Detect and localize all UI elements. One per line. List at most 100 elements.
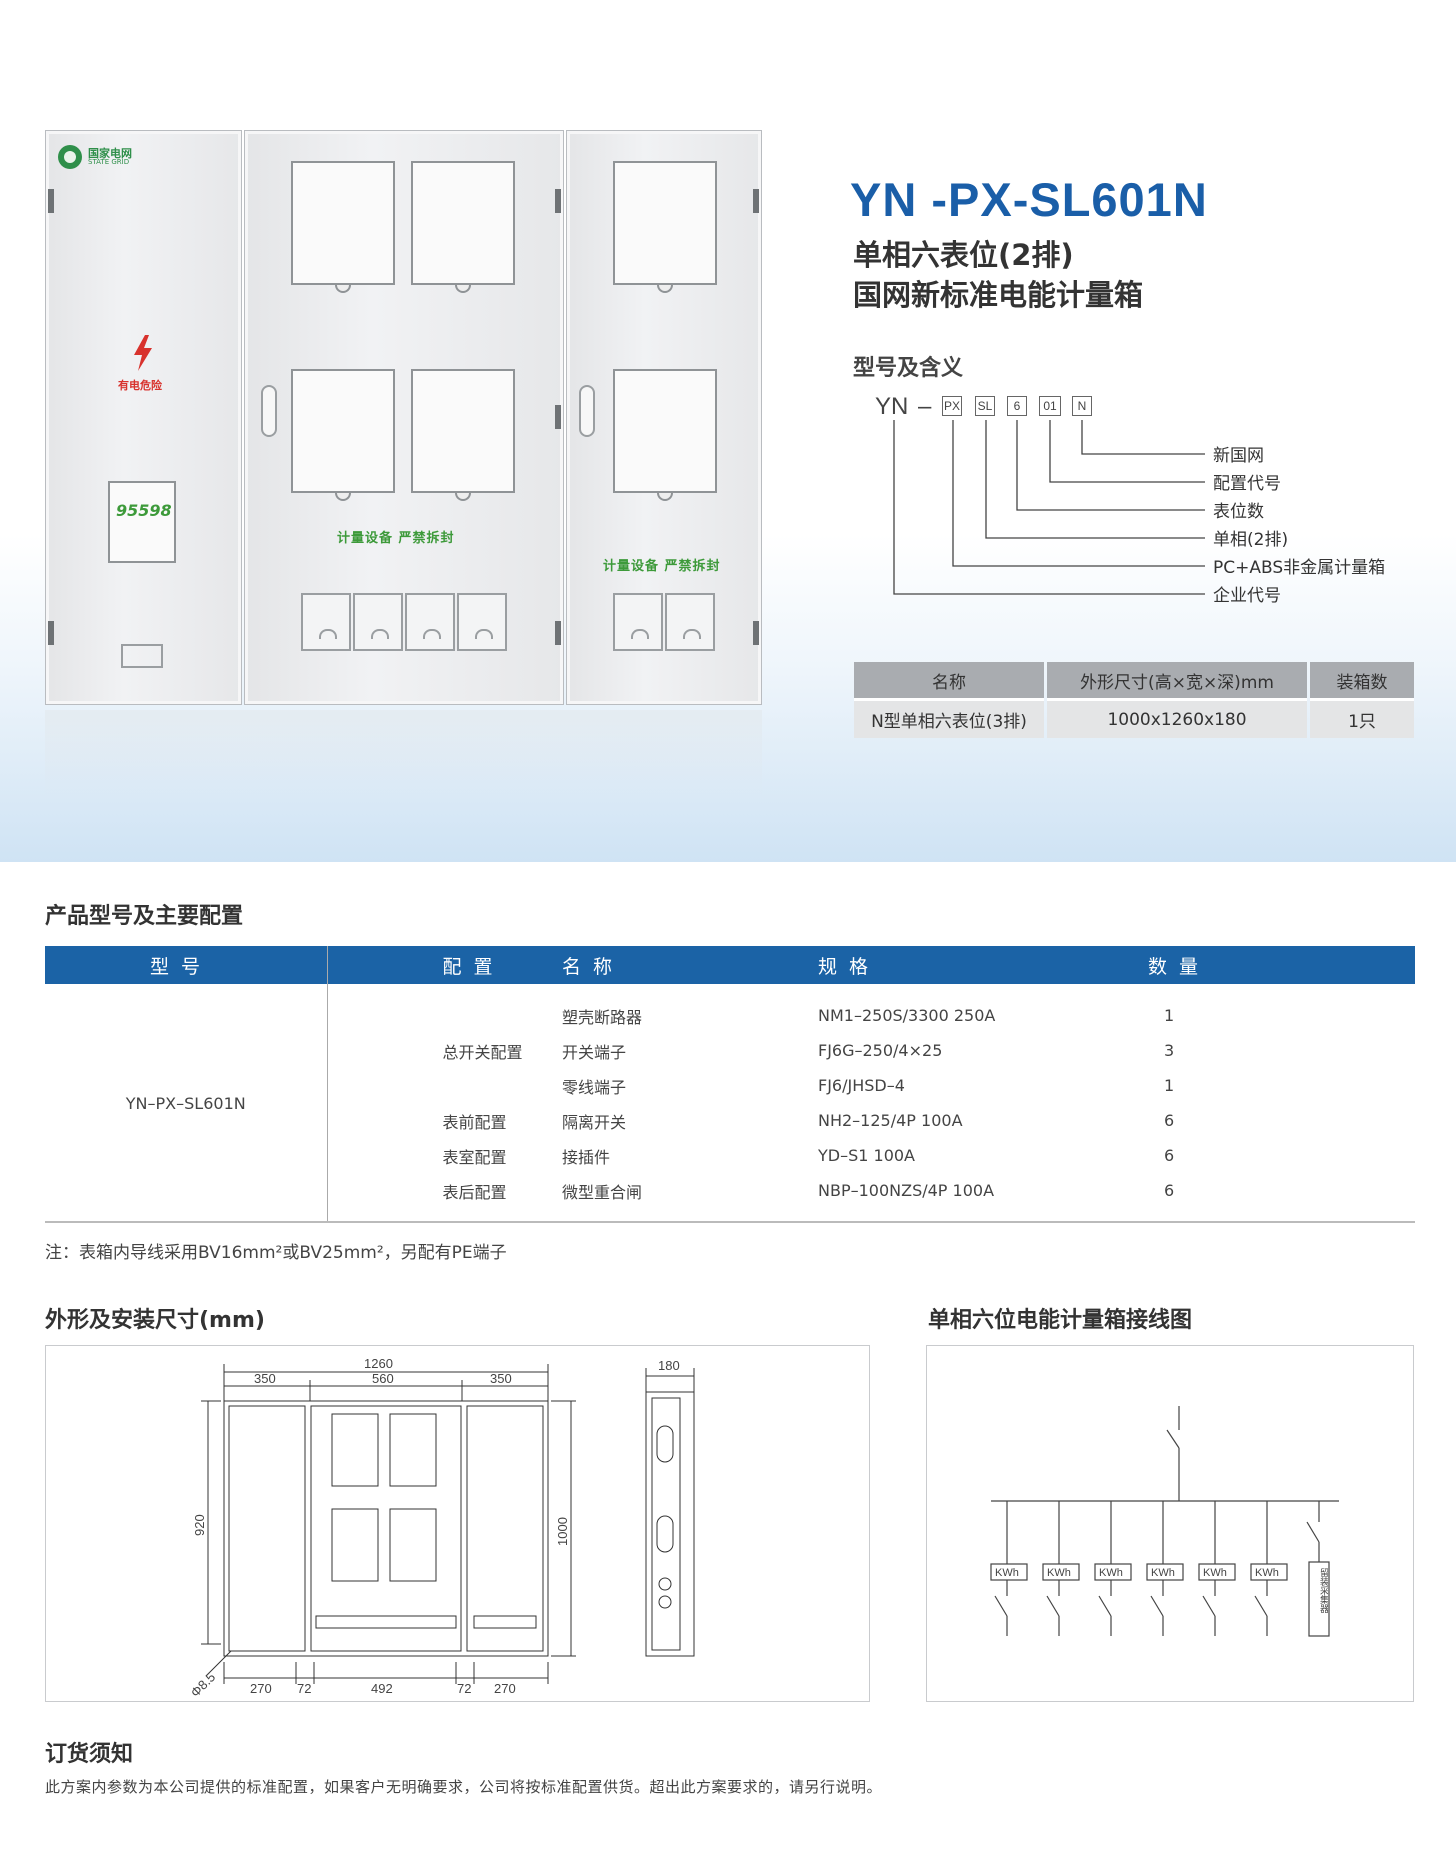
config-spec: NH2–125/4P 100A xyxy=(818,1111,963,1130)
config-qty: 1 xyxy=(1164,1076,1175,1095)
meaning-label: PC+ABS非金属计量箱 xyxy=(1213,558,1386,578)
table-row: 表后配置 微型重合闸 NBP–100NZS/4P 100A 6 xyxy=(45,1173,1415,1208)
spec-table: 名称 外形尺寸(高×宽×深)mm 装箱数 N型单相六表位(3排) 1000x12… xyxy=(851,662,1417,738)
dim-width-part: 350 xyxy=(490,1371,512,1386)
code-part: N xyxy=(1072,396,1092,416)
cabinet-middle-door: 计量设备 严禁拆封 xyxy=(244,130,564,705)
table-row: 表前配置 隔离开关 NH2–125/4P 100A 6 xyxy=(45,1103,1415,1138)
dimension-drawing: 1260 350 560 350 270 72 492 72 270 920 1… xyxy=(188,1356,695,1700)
config-name: 塑壳断路器 xyxy=(562,1007,643,1027)
dim-bottom-part: 270 xyxy=(494,1681,516,1696)
cabinet-left-door: 国家电网 STATE GRID 有电危险 95598 xyxy=(45,130,242,705)
socket xyxy=(665,593,715,651)
config-group: 表前配置 xyxy=(442,1112,507,1132)
state-grid-logo-icon xyxy=(58,145,82,169)
config-group: 表室配置 xyxy=(442,1147,507,1167)
code-part: PX xyxy=(942,396,962,416)
dim-bottom-part: 72 xyxy=(297,1681,311,1696)
code-prefix: YN xyxy=(875,393,909,420)
meter-label: KWh xyxy=(1099,1567,1123,1579)
dim-depth: 180 xyxy=(658,1358,680,1373)
cabinet-reflection xyxy=(45,710,762,800)
meter-label: KWh xyxy=(995,1567,1019,1579)
socket xyxy=(613,593,663,651)
spec-header: 名称 xyxy=(854,662,1044,698)
code-dash: – xyxy=(918,393,932,420)
meter-window xyxy=(613,369,717,493)
window-notch xyxy=(657,285,673,293)
config-model-cell: YN–PX–SL601N xyxy=(45,998,328,1208)
code-part: SL xyxy=(975,396,995,416)
config-spec: FJ6/JHSD–4 xyxy=(818,1076,905,1095)
door-lock-middle[interactable] xyxy=(261,385,277,437)
socket xyxy=(353,593,403,651)
wiring-panel: KWh KWh KWh KWh KWh KWh 留装采集器 xyxy=(926,1345,1414,1702)
meter-label: KWh xyxy=(1255,1567,1279,1579)
meter-window xyxy=(291,161,395,285)
config-group: 表后配置 xyxy=(442,1182,507,1202)
hinge xyxy=(48,189,54,213)
table-row: 零线端子 FJ6/JHSD–4 1 xyxy=(45,1068,1415,1103)
config-name: 接插件 xyxy=(562,1147,611,1167)
dim-width-total: 1260 xyxy=(364,1356,393,1371)
spec-cell: N型单相六表位(3排) xyxy=(854,698,1044,738)
config-header: 名 称 xyxy=(562,946,818,984)
model-meaning-title: 型号及含义 xyxy=(853,356,964,381)
dim-bottom-part: 492 xyxy=(371,1681,393,1696)
config-spec: NM1–250S/3300 250A xyxy=(818,1006,996,1025)
socket xyxy=(301,593,351,651)
meter-label: KWh xyxy=(1203,1567,1227,1579)
order-text: 此方案内参数为本公司提供的标准配置，如果客户无明确要求，公司将按标准配置供货。超… xyxy=(45,1778,883,1796)
hinge xyxy=(48,621,54,645)
config-name: 开关端子 xyxy=(562,1042,627,1062)
hinge xyxy=(753,189,759,213)
hotline-window: 95598 xyxy=(108,481,176,563)
config-header-row: 型 号 配 置 名 称 规 格 数 量 xyxy=(45,946,1415,984)
meter-window xyxy=(411,369,515,493)
dim-bottom-part: 72 xyxy=(457,1681,471,1696)
meter-window xyxy=(411,161,515,285)
window-notch xyxy=(335,285,351,293)
config-name: 零线端子 xyxy=(562,1077,627,1097)
code-part: 01 xyxy=(1039,396,1061,416)
product-subtitle-2: 国网新标准电能计量箱 xyxy=(853,278,1144,312)
config-spec: YD–S1 100A xyxy=(818,1146,915,1165)
table-row: YN–PX–SL601N 总开关配置 塑壳断路器 NM1–250S/3300 2… xyxy=(45,998,1415,1208)
spec-cell: 1000x1260x180 xyxy=(1047,698,1307,738)
code-part: 6 xyxy=(1007,396,1027,416)
cabinet-right-door: 计量设备 严禁拆封 xyxy=(566,130,762,705)
dim-height-right: 1000 xyxy=(555,1517,570,1546)
bottom-slot xyxy=(121,644,163,668)
config-note: 注：表箱内导线采用BV16mm²或BV25mm²，另配有PE端子 xyxy=(45,1243,507,1263)
lightning-icon xyxy=(134,335,152,371)
config-name: 隔离开关 xyxy=(562,1112,627,1132)
meter-window xyxy=(613,161,717,285)
seal-text: 计量设备 严禁拆封 xyxy=(603,559,721,574)
window-notch xyxy=(455,285,471,293)
wiring-title: 单相六位电能计量箱接线图 xyxy=(928,1308,1193,1333)
socket xyxy=(405,593,455,651)
dimensions-panel: 1260 350 560 350 270 72 492 72 270 920 1… xyxy=(45,1345,870,1702)
product-subtitle-1: 单相六表位(2排) xyxy=(853,238,1074,272)
meaning-label: 单相(2排) xyxy=(1213,530,1289,550)
window-notch xyxy=(335,493,351,501)
table-row: 表室配置 接插件 YD–S1 100A 6 xyxy=(45,1138,1415,1173)
meter-label: KWh xyxy=(1151,1567,1175,1579)
danger-text: 有电危险 xyxy=(118,379,162,392)
dim-width-part: 560 xyxy=(372,1371,394,1386)
config-header: 数 量 xyxy=(1148,946,1415,984)
hinge xyxy=(555,405,561,429)
table-row: 开关端子 FJ6G–250/4×25 3 xyxy=(45,1033,1415,1068)
config-header: 配 置 xyxy=(327,946,562,984)
dim-hole: Φ8.5 xyxy=(188,1669,219,1700)
seal-text: 计量设备 严禁拆封 xyxy=(337,531,455,546)
hinge xyxy=(753,621,759,645)
logo-en: STATE GRID xyxy=(88,158,130,166)
door-lock-right[interactable] xyxy=(579,385,595,437)
config-table: 型 号 配 置 名 称 规 格 数 量 YN–PX–SL601N 总开关配置 塑… xyxy=(45,946,1415,1223)
dim-width-part: 350 xyxy=(254,1371,276,1386)
logo-name: 国家电网 xyxy=(88,147,132,160)
hinge xyxy=(555,189,561,213)
product-model-title: YN -PX-SL601N xyxy=(850,173,1208,226)
spec-header: 外形尺寸(高×宽×深)mm xyxy=(1047,662,1307,698)
